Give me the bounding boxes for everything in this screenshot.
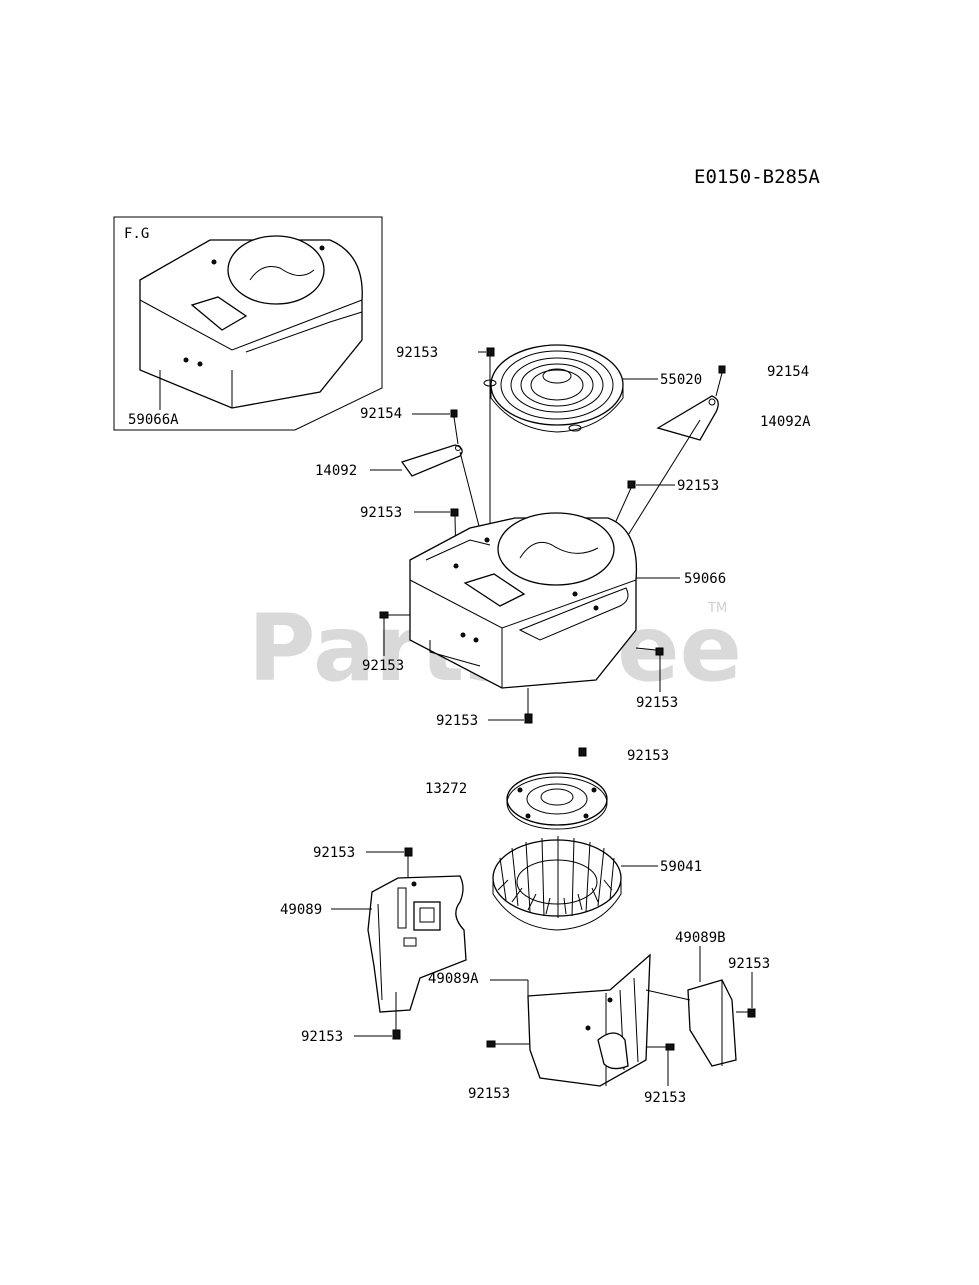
bolt-92154-left <box>450 409 459 445</box>
callout-14092: 14092 <box>315 463 357 479</box>
bolt-92153-side-left <box>379 611 389 619</box>
callout-92153-g: 92153 <box>627 748 669 764</box>
part-baffle-14092a <box>656 395 719 441</box>
bolt-92153-49089b <box>747 1008 756 1018</box>
bolt-92153-49089a-right <box>665 1043 675 1051</box>
callout-59066a: 59066A <box>128 412 179 428</box>
part-baffle-14092 <box>400 444 463 477</box>
part-blower-housing <box>409 512 638 689</box>
part-plate <box>506 772 608 830</box>
bolt-92153-housing-left <box>450 508 459 517</box>
callout-49089: 49089 <box>280 902 322 918</box>
part-baffle-49089b <box>687 979 737 1067</box>
bolt-92153-screen <box>486 347 495 357</box>
callout-92153-j: 92153 <box>468 1086 510 1102</box>
callout-55020: 55020 <box>660 372 702 388</box>
callout-92153-c: 92153 <box>360 505 402 521</box>
callout-92153-e: 92153 <box>636 695 678 711</box>
part-cooling-fan <box>492 836 622 931</box>
part-rotating-screen <box>483 344 624 433</box>
bolt-92153-49089a-left <box>486 1040 496 1048</box>
callout-92153-b: 92153 <box>677 478 719 494</box>
callout-92153-l: 92153 <box>728 956 770 972</box>
callout-92154-right: 92154 <box>767 364 809 380</box>
part-cylinder-shroud-49089 <box>367 875 467 1013</box>
part-cylinder-shroud-49089a <box>527 953 651 1087</box>
callout-92153-a: 92153 <box>396 345 438 361</box>
callout-49089a: 49089A <box>428 971 479 987</box>
inset-blower-housing <box>139 235 363 409</box>
inset-label: F.G <box>124 226 149 242</box>
callout-92153-k: 92153 <box>644 1090 686 1106</box>
callout-59066: 59066 <box>684 571 726 587</box>
bolt-92153-plate <box>578 747 587 757</box>
callout-59041: 59041 <box>660 859 702 875</box>
callout-14092a: 14092A <box>760 414 811 430</box>
callout-13272: 13272 <box>425 781 467 797</box>
callout-92153-i: 92153 <box>301 1029 343 1045</box>
diagram-code: E0150-B285A <box>694 166 820 188</box>
bolt-92153-housing-right <box>627 480 636 489</box>
callout-92153-d: 92153 <box>362 658 404 674</box>
bolt-92153-shroud-bottom <box>392 1029 401 1040</box>
bolt-92153-side-right <box>655 647 664 656</box>
callout-92153-f: 92153 <box>436 713 478 729</box>
bolt-92153-bottom <box>524 713 533 724</box>
watermark-trademark: TM <box>707 601 727 616</box>
bolt-92154-right <box>715 365 726 397</box>
callout-92154-left: 92154 <box>360 406 402 422</box>
callout-92153-h: 92153 <box>313 845 355 861</box>
callout-49089b: 49089B <box>675 930 726 946</box>
inset-fg-box: F.G 59066A <box>113 216 383 431</box>
bolt-92153-shroud-top <box>404 847 413 857</box>
